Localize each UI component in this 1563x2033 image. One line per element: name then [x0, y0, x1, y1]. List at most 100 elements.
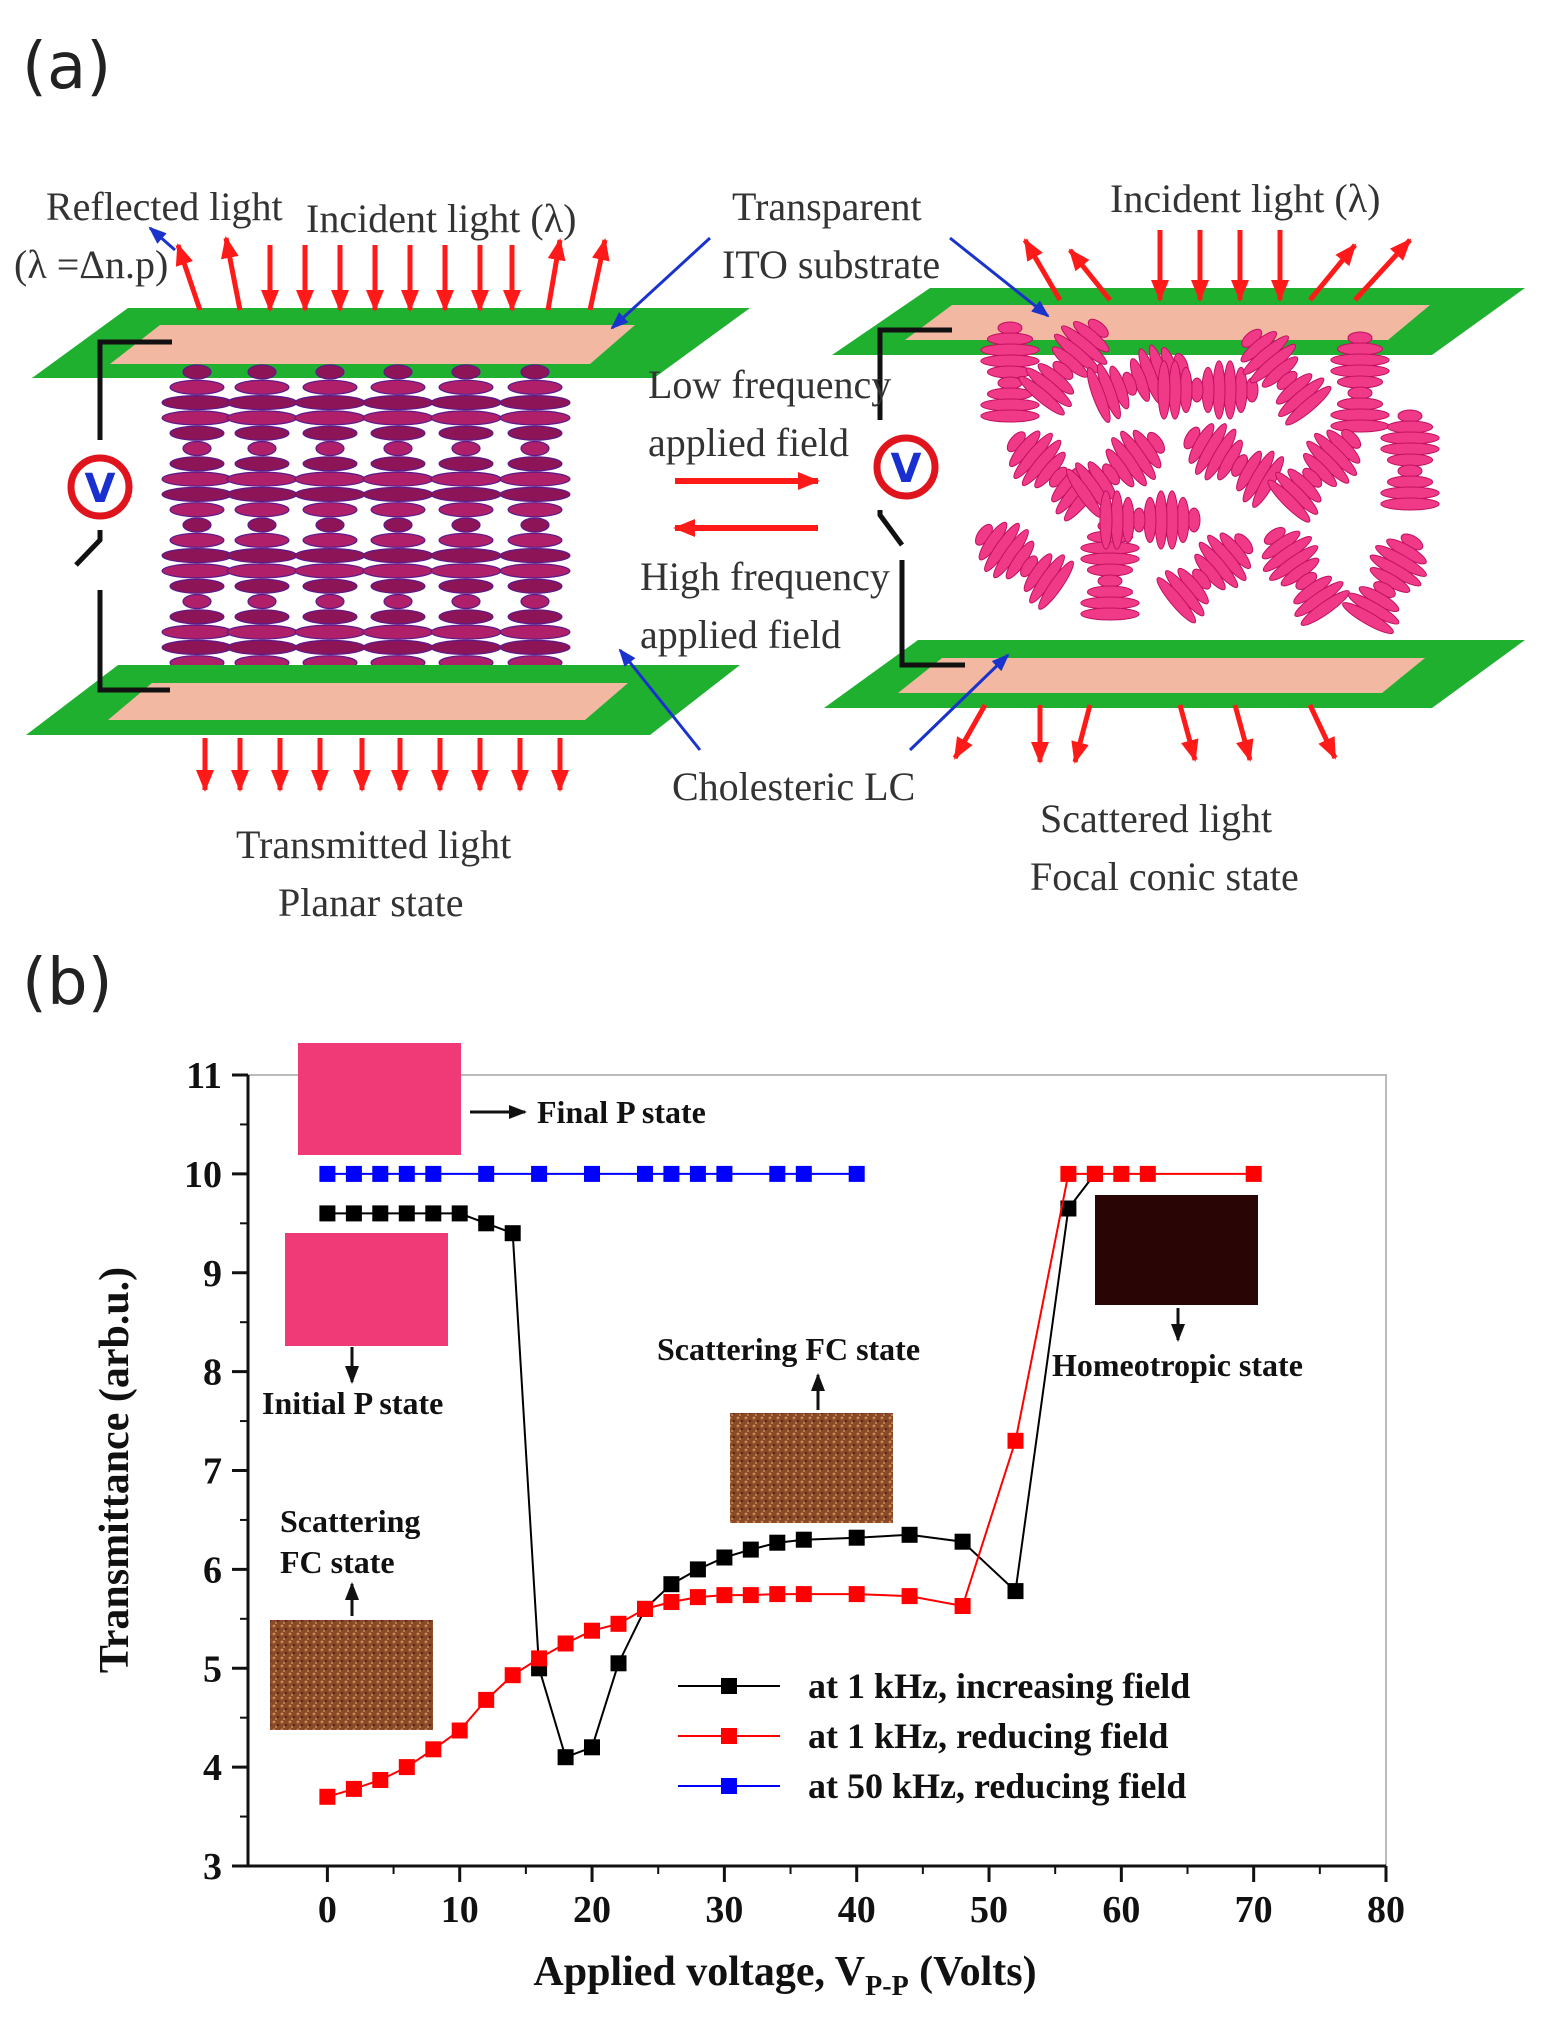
data-point — [689, 1561, 706, 1578]
data-point — [478, 1691, 495, 1708]
data-point — [769, 1165, 786, 1182]
lc-domain — [980, 321, 1040, 423]
series-1 — [319, 1165, 1103, 1766]
low-frequency-label-1: Low frequency — [648, 362, 891, 407]
series-line — [327, 1172, 1254, 1798]
data-point — [1139, 1165, 1156, 1182]
scattering-fc-state-label-mid: Scattering FC state — [657, 1331, 920, 1367]
legend-marker — [721, 1778, 737, 1794]
data-point — [504, 1667, 521, 1684]
y-tick-label: 11 — [186, 1055, 222, 1097]
data-point — [610, 1655, 627, 1672]
homeotropic-state-label: Homeotropic state — [1052, 1347, 1303, 1383]
series-3 — [319, 1165, 865, 1182]
lc-domain — [1156, 532, 1254, 624]
series-layer — [319, 1165, 1262, 1805]
lc-domain — [974, 521, 1074, 610]
lc-domain — [1157, 360, 1259, 420]
ito-label-line1: Transparent — [732, 184, 922, 229]
y-tick-label: 3 — [203, 1846, 222, 1888]
incident-light-label-right: Incident light (λ) — [1110, 176, 1380, 221]
data-point — [742, 1587, 759, 1604]
legend-marker — [721, 1728, 737, 1744]
data-point — [1007, 1583, 1024, 1600]
incident-light-label-left: Incident light (λ) — [306, 196, 576, 241]
lc-domain — [1066, 429, 1166, 518]
data-point — [319, 1165, 336, 1182]
lc-domain — [1086, 344, 1189, 423]
lc-domain — [1261, 526, 1350, 626]
data-point — [848, 1529, 865, 1546]
scattered-top-arrows — [1022, 238, 1412, 302]
x-tick-label: 20 — [573, 1889, 611, 1931]
y-tick-label: 7 — [203, 1451, 222, 1493]
data-point — [1245, 1165, 1262, 1182]
data-point — [398, 1205, 415, 1222]
y-tick-label: 9 — [203, 1253, 222, 1295]
data-point — [901, 1526, 918, 1543]
data-point — [319, 1205, 336, 1222]
voltmeter-right-symbol: V — [891, 446, 922, 492]
voltmeter-right — [873, 434, 939, 500]
x-tick-label: 80 — [1367, 1889, 1405, 1931]
incident-light-arrows-right — [1151, 230, 1289, 302]
x-tick-label: 50 — [970, 1889, 1008, 1931]
data-point — [425, 1741, 442, 1758]
data-point — [1060, 1165, 1077, 1182]
panel-b-label: (b) — [22, 946, 113, 1020]
lc-helix-column — [294, 364, 366, 671]
lc-domain — [1240, 328, 1332, 426]
data-point — [901, 1588, 918, 1605]
lc-helix-column — [226, 364, 298, 671]
legend-label: at 1 kHz, reducing field — [808, 1716, 1168, 1756]
scattering-fc-micrograph-left — [270, 1620, 433, 1730]
data-point — [742, 1541, 759, 1558]
legend-marker — [721, 1678, 737, 1694]
high-frequency-label-2: applied field — [640, 612, 841, 657]
x-tick-label: 30 — [705, 1889, 743, 1931]
x-tick-label: 0 — [318, 1889, 337, 1931]
final-p-micrograph — [298, 1043, 461, 1155]
scattering-fc-label-left-2: FC state — [280, 1544, 395, 1580]
scattering-fc-micrograph-mid — [730, 1413, 893, 1523]
data-point — [557, 1749, 574, 1766]
legend-entry: at 50 kHz, reducing field — [678, 1766, 1186, 1806]
data-point — [769, 1586, 786, 1603]
cholesteric-lc-label: Cholesteric LC — [672, 764, 915, 809]
lc-helix-column — [499, 364, 571, 671]
data-point — [398, 1165, 415, 1182]
data-point — [584, 1165, 600, 1182]
data-point — [689, 1165, 706, 1182]
transmitted-light-arrows — [196, 738, 569, 792]
data-point — [954, 1598, 971, 1614]
focal-conic-lc-domains — [974, 318, 1440, 635]
data-point — [451, 1722, 468, 1739]
data-point — [531, 1650, 548, 1667]
reflected-light-arrows — [175, 236, 610, 311]
data-point — [795, 1586, 812, 1603]
data-point — [425, 1165, 442, 1182]
y-axis-title: Transmittance (arb.u.) — [92, 1267, 138, 1673]
x-axis-title: Applied voltage, VP-P (Volts) — [533, 1949, 1036, 2002]
lc-helix-column — [362, 364, 434, 671]
lc-helix-column — [161, 364, 233, 671]
legend-label: at 1 kHz, increasing field — [808, 1666, 1190, 1706]
data-point — [372, 1772, 389, 1788]
x-tick-label: 10 — [441, 1889, 479, 1931]
data-point — [954, 1533, 971, 1550]
data-point — [795, 1165, 812, 1182]
data-point — [398, 1759, 415, 1776]
data-point — [345, 1205, 362, 1222]
data-point — [637, 1600, 653, 1617]
data-point — [1060, 1200, 1077, 1217]
data-point — [1113, 1165, 1130, 1182]
data-point — [689, 1589, 706, 1606]
lc-domain — [1330, 331, 1390, 433]
low-frequency-label-2: applied field — [648, 420, 849, 465]
data-point — [1007, 1432, 1024, 1449]
data-point — [584, 1739, 600, 1756]
data-point — [848, 1586, 865, 1603]
